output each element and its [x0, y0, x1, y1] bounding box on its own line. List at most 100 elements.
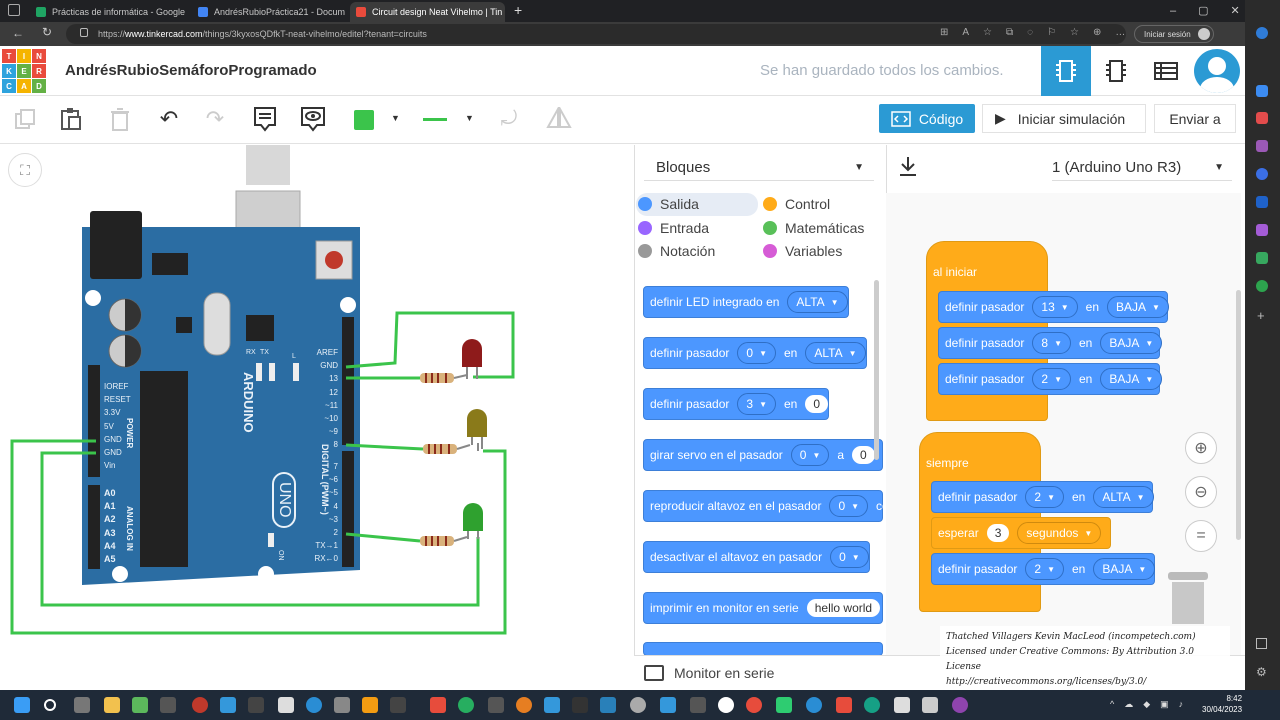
code-button[interactable]: Código — [879, 104, 975, 133]
palette-block-speaker-off[interactable]: desactivar el altavoz en pasador 0▼ — [643, 541, 870, 573]
close-icon[interactable]: ✕ — [185, 7, 190, 18]
dropbox-icon[interactable] — [600, 697, 616, 713]
palette-block-set-pin-analog[interactable]: definir pasador 3▼ en 0 — [643, 388, 830, 420]
user-avatar[interactable] — [1194, 49, 1240, 93]
palette-block-speaker[interactable]: reproducir altavoz en el pasador 0▼ co — [643, 490, 889, 522]
value-dropdown[interactable]: BAJA▼ — [1093, 558, 1156, 580]
taskbar-app-icon[interactable] — [922, 697, 938, 713]
taskbar-app-icon[interactable] — [220, 697, 236, 713]
sidebar-settings-icon[interactable]: ⚙ — [1256, 665, 1267, 679]
signin-button[interactable]: Iniciar sesión — [1134, 25, 1214, 43]
taskbar-app-icon[interactable] — [952, 697, 968, 713]
taskbar-app-icon[interactable] — [718, 697, 734, 713]
category-control[interactable]: Control — [763, 196, 830, 212]
project-title[interactable]: AndrésRubioSemáforoProgramado — [65, 62, 317, 79]
taskbar-app-icon[interactable] — [192, 697, 208, 713]
browser-extension-icons[interactable]: ⊞A☆⧉◌⚐☆⊕… — [940, 27, 1140, 38]
send-to-button[interactable]: Enviar a — [1154, 104, 1236, 133]
taskbar-app-icon[interactable] — [572, 697, 588, 713]
schematic-view-button[interactable] — [1091, 46, 1141, 96]
edge-icon[interactable] — [306, 697, 322, 713]
taskbar-app-icon[interactable] — [390, 697, 406, 713]
tinkercad-logo[interactable]: T I N K E R C A D — [2, 49, 46, 93]
category-notacion[interactable]: Notación — [638, 243, 715, 259]
wire-dropdown-icon[interactable]: ▼ — [465, 113, 474, 123]
paste-button[interactable] — [56, 104, 86, 134]
zoom-in-button[interactable]: ⊕ — [1185, 432, 1217, 464]
close-icon[interactable]: ✕ — [502, 7, 505, 18]
7zip-icon[interactable] — [278, 697, 294, 713]
browser-tab-3[interactable]: Circuit design Neat Vihelmo | Tin ✕ — [350, 2, 505, 22]
taskbar-app-icon[interactable] — [160, 697, 176, 713]
arduino-icon[interactable] — [864, 697, 880, 713]
reload-icon[interactable]: ↻ — [42, 25, 53, 39]
file-explorer-icon[interactable] — [104, 697, 120, 713]
taskbar-search-icon[interactable] — [44, 699, 56, 711]
pin-dropdown[interactable]: 2▼ — [1025, 486, 1064, 508]
tab-actions-icon[interactable] — [8, 4, 20, 16]
text-input[interactable]: hello world — [806, 599, 881, 617]
category-variables[interactable]: Variables — [763, 243, 842, 259]
loop-block-1[interactable]: definir pasador 2▼ en ALTA▼ — [931, 481, 1154, 513]
system-tray-icons[interactable]: ^☁◆▣♪ — [1110, 699, 1194, 709]
pin-dropdown[interactable]: 2▼ — [1032, 368, 1071, 390]
color-swatch[interactable] — [354, 110, 374, 130]
taskbar-app-icon[interactable] — [660, 697, 676, 713]
palette-scrollbar[interactable] — [874, 280, 879, 460]
pin-dropdown[interactable]: 13▼ — [1032, 296, 1078, 318]
taskbar-app-icon[interactable] — [248, 697, 264, 713]
wire-type-icon[interactable] — [423, 118, 447, 121]
color-dropdown-icon[interactable]: ▼ — [391, 113, 400, 123]
taskbar-app-icon[interactable] — [894, 697, 910, 713]
taskbar-app-icon[interactable] — [458, 697, 474, 713]
palette-block-serial-print[interactable]: imprimir en monitor en serie hello world — [643, 592, 883, 624]
setup-block-1[interactable]: definir pasador 13▼ en BAJA▼ — [938, 291, 1169, 323]
sidebar-drop-icon[interactable] — [1256, 252, 1268, 264]
value-dropdown[interactable]: BAJA▼ — [1100, 332, 1163, 354]
edge-active-icon[interactable] — [806, 697, 822, 713]
download-code-button[interactable] — [898, 155, 924, 181]
notes-button[interactable] — [250, 104, 280, 134]
device-dropdown[interactable]: 1 (Arduino Uno R3) ▼ — [1052, 155, 1232, 181]
category-salida[interactable]: Salida — [638, 196, 699, 212]
start-simulation-button[interactable]: ▶ Iniciar simulación — [982, 104, 1146, 133]
zoom-out-button[interactable]: ⊖ — [1185, 476, 1217, 508]
value-input[interactable]: 0 — [805, 395, 829, 413]
sidebar-games-icon[interactable] — [1256, 140, 1268, 152]
palette-block-led[interactable]: definir LED integrado en ALTA▼ — [643, 286, 849, 318]
value-dropdown[interactable]: ALTA▼ — [787, 291, 848, 313]
bing-icon[interactable] — [1256, 27, 1268, 39]
setup-block-3[interactable]: definir pasador 2▼ en BAJA▼ — [938, 363, 1163, 395]
seconds-input[interactable]: 3 — [986, 524, 1010, 542]
loop-wait-block[interactable]: esperar 3 segundos▼ — [931, 517, 1111, 549]
sidebar-tree-icon[interactable] — [1256, 280, 1268, 292]
sidebar-layout-icon[interactable] — [1256, 638, 1267, 649]
browser-tab-1[interactable]: Prácticas de informática - Google ✕ — [30, 2, 190, 22]
taskbar-app-icon[interactable] — [776, 697, 792, 713]
unit-dropdown[interactable]: segundos▼ — [1017, 522, 1102, 544]
pin-dropdown[interactable]: 0▼ — [737, 342, 776, 364]
loop-block-3[interactable]: definir pasador 2▼ en BAJA▼ — [931, 553, 1156, 585]
category-matematicas[interactable]: Matemáticas — [763, 220, 864, 236]
pin-dropdown[interactable]: 0▼ — [790, 444, 830, 466]
browser-tab-2[interactable]: AndrésRubioPráctica21 - Docum ✕ — [192, 2, 347, 22]
code-mode-dropdown[interactable]: Bloques ▼ — [644, 155, 874, 181]
redo-button[interactable]: ↷ — [200, 104, 230, 134]
value-dropdown[interactable]: BAJA▼ — [1107, 296, 1169, 318]
windows-start-icon[interactable] — [14, 697, 30, 713]
circuit-view-button[interactable] — [1041, 46, 1091, 96]
vlc-icon[interactable] — [362, 697, 378, 713]
taskbar-app-icon[interactable] — [334, 697, 350, 713]
flip-button[interactable] — [544, 104, 574, 134]
palette-block-servo[interactable]: girar servo en el pasador 0▼ a 0 — [643, 439, 883, 471]
value-dropdown[interactable]: ALTA▼ — [805, 342, 866, 364]
pin-dropdown[interactable]: 0▼ — [830, 546, 869, 568]
palette-block-partial[interactable] — [643, 642, 883, 656]
sidebar-designer-icon[interactable] — [1256, 224, 1268, 236]
pin-dropdown[interactable]: 0▼ — [829, 495, 869, 517]
notes-visibility-button[interactable] — [298, 104, 328, 134]
angle-input[interactable]: 0 — [852, 446, 875, 464]
workspace-trash-icon[interactable] — [1168, 572, 1208, 624]
setup-block-2[interactable]: definir pasador 8▼ en BAJA▼ — [938, 327, 1163, 359]
zoom-reset-button[interactable]: = — [1185, 520, 1217, 552]
